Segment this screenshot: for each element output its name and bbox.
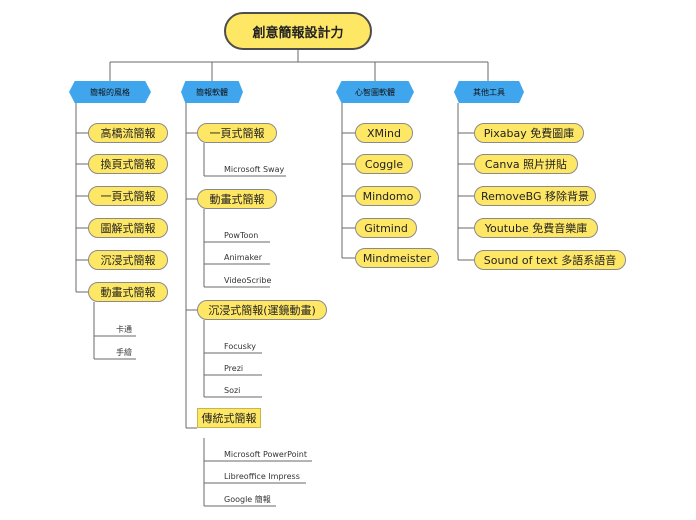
style-item[interactable]: 一頁式簡報 bbox=[88, 186, 168, 206]
mindmap-item[interactable]: Gitmind bbox=[355, 218, 417, 238]
style-sub-leaf[interactable]: 手繪 bbox=[116, 348, 132, 357]
tool-item[interactable]: RemoveBG 移除背景 bbox=[474, 186, 596, 206]
style-item[interactable]: 圖解式簡報 bbox=[88, 218, 168, 238]
tool-item[interactable]: Youtube 免費音樂庫 bbox=[474, 218, 598, 238]
software-group[interactable]: 傳統式簡報 bbox=[197, 408, 261, 428]
software-group[interactable]: 沉浸式簡報(運鏡動畫) bbox=[197, 300, 327, 320]
style-item[interactable]: 動畫式簡報 bbox=[88, 282, 168, 302]
mindmap-item[interactable]: XMind bbox=[355, 123, 413, 143]
software-leaf[interactable]: VideoScribe bbox=[224, 276, 272, 285]
software-group[interactable]: 動畫式簡報 bbox=[197, 189, 277, 209]
category-presentation-styles[interactable]: 簡報的風格 bbox=[69, 81, 151, 103]
software-leaf[interactable]: Microsoft Sway bbox=[224, 165, 285, 174]
style-item[interactable]: 高橋流簡報 bbox=[88, 123, 168, 143]
software-leaf[interactable]: Animaker bbox=[224, 253, 263, 262]
software-group[interactable]: 一頁式簡報 bbox=[197, 123, 277, 143]
tool-item[interactable]: Pixabay 免費圖庫 bbox=[474, 123, 584, 143]
mindmap-item[interactable]: Mindmeister bbox=[355, 248, 439, 268]
software-leaf[interactable]: Prezi bbox=[224, 364, 244, 373]
tool-item[interactable]: Sound of text 多語系語音 bbox=[474, 250, 626, 270]
software-leaf[interactable]: Focusky bbox=[224, 342, 256, 351]
category-presentation-software[interactable]: 簡報軟體 bbox=[181, 81, 243, 103]
root-topic[interactable]: 創意簡報設計力 bbox=[224, 12, 372, 50]
category-other-tools[interactable]: 其他工具 bbox=[454, 81, 524, 103]
software-leaf[interactable]: Microsoft PowerPoint bbox=[224, 450, 307, 459]
tool-item[interactable]: Canva 照片拼貼 bbox=[474, 154, 578, 174]
mindmap-item[interactable]: Coggle bbox=[355, 154, 413, 174]
software-leaf[interactable]: PowToon bbox=[224, 231, 259, 240]
mindmap-item[interactable]: Mindomo bbox=[355, 186, 421, 206]
style-item[interactable]: 沉浸式簡報 bbox=[88, 250, 168, 270]
style-item[interactable]: 換頁式簡報 bbox=[88, 154, 168, 174]
software-leaf[interactable]: Libreoffice Impress bbox=[224, 472, 300, 481]
software-leaf[interactable]: Sozi bbox=[224, 386, 241, 395]
category-mindmap-software[interactable]: 心智圖軟體 bbox=[336, 81, 414, 103]
style-sub-leaf[interactable]: 卡通 bbox=[116, 325, 132, 334]
software-leaf[interactable]: Google 簡報 bbox=[224, 495, 271, 504]
